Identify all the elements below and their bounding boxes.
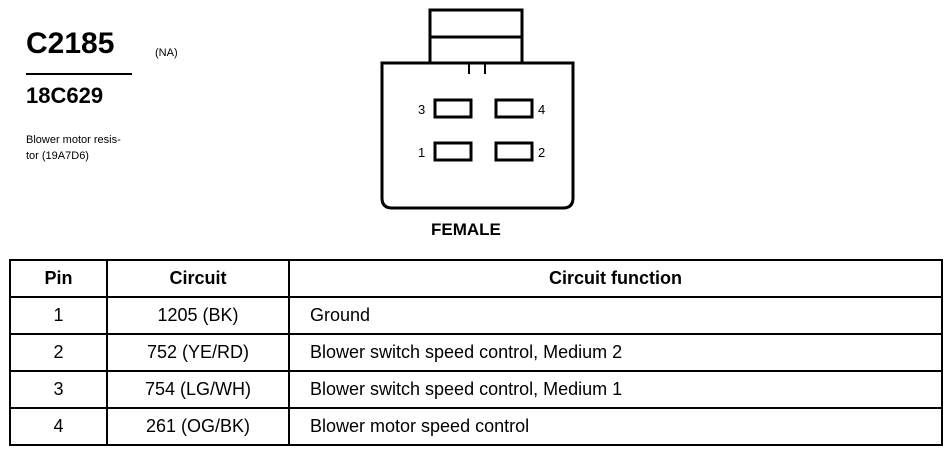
- pin-cell: 4: [9, 407, 108, 446]
- pin-cell: 2: [9, 333, 108, 372]
- circuit-cell: 261 (OG/BK): [106, 407, 290, 446]
- part-number: 18C629: [26, 83, 104, 108]
- connector-face-diagram: 3 4 1 2: [380, 8, 575, 210]
- table-row: 1 1205 (BK) Ground: [9, 296, 943, 335]
- circuit-cell: 752 (YE/RD): [106, 333, 290, 372]
- header-pin: Pin: [9, 259, 108, 298]
- title-underline: [26, 73, 132, 75]
- pin-cell: 1: [9, 296, 108, 335]
- table-row: 2 752 (YE/RD) Blower switch speed contro…: [9, 333, 943, 372]
- function-cell: Ground: [288, 296, 943, 335]
- circuit-cell: 754 (LG/WH): [106, 370, 290, 409]
- pin-3-label: 3: [418, 102, 425, 117]
- function-cell: Blower switch speed control, Medium 2: [288, 333, 943, 372]
- description-line-1: Blower motor resis-: [26, 134, 121, 146]
- table-header-row: Pin Circuit Circuit function: [9, 259, 943, 298]
- pin-3-cavity: [433, 98, 473, 119]
- pin-2-label: 2: [538, 145, 545, 160]
- header-circuit-function: Circuit function: [288, 259, 943, 298]
- pin-1-cavity: [433, 141, 473, 162]
- function-cell: Blower motor speed control: [288, 407, 943, 446]
- pin-4-label: 4: [538, 102, 545, 117]
- pin-cell: 3: [9, 370, 108, 409]
- pinout-table: Pin Circuit Circuit function 1 1205 (BK)…: [9, 259, 943, 446]
- connector-qualifier: (NA): [155, 47, 178, 59]
- connector-description: Blower motor resis- tor (19A7D6): [26, 132, 196, 164]
- table-row: 4 261 (OG/BK) Blower motor speed control: [9, 407, 943, 446]
- function-cell: Blower switch speed control, Medium 1: [288, 370, 943, 409]
- description-line-2: tor (19A7D6): [26, 150, 89, 162]
- pin-2-cavity: [494, 141, 534, 162]
- header-circuit: Circuit: [106, 259, 290, 298]
- pin-1-label: 1: [418, 145, 425, 160]
- circuit-cell: 1205 (BK): [106, 296, 290, 335]
- connector-housing: [380, 61, 575, 210]
- view-label: FEMALE: [431, 220, 501, 239]
- pin-4-cavity: [494, 98, 534, 119]
- table-row: 3 754 (LG/WH) Blower switch speed contro…: [9, 370, 943, 409]
- connector-id: C2185: [26, 27, 115, 60]
